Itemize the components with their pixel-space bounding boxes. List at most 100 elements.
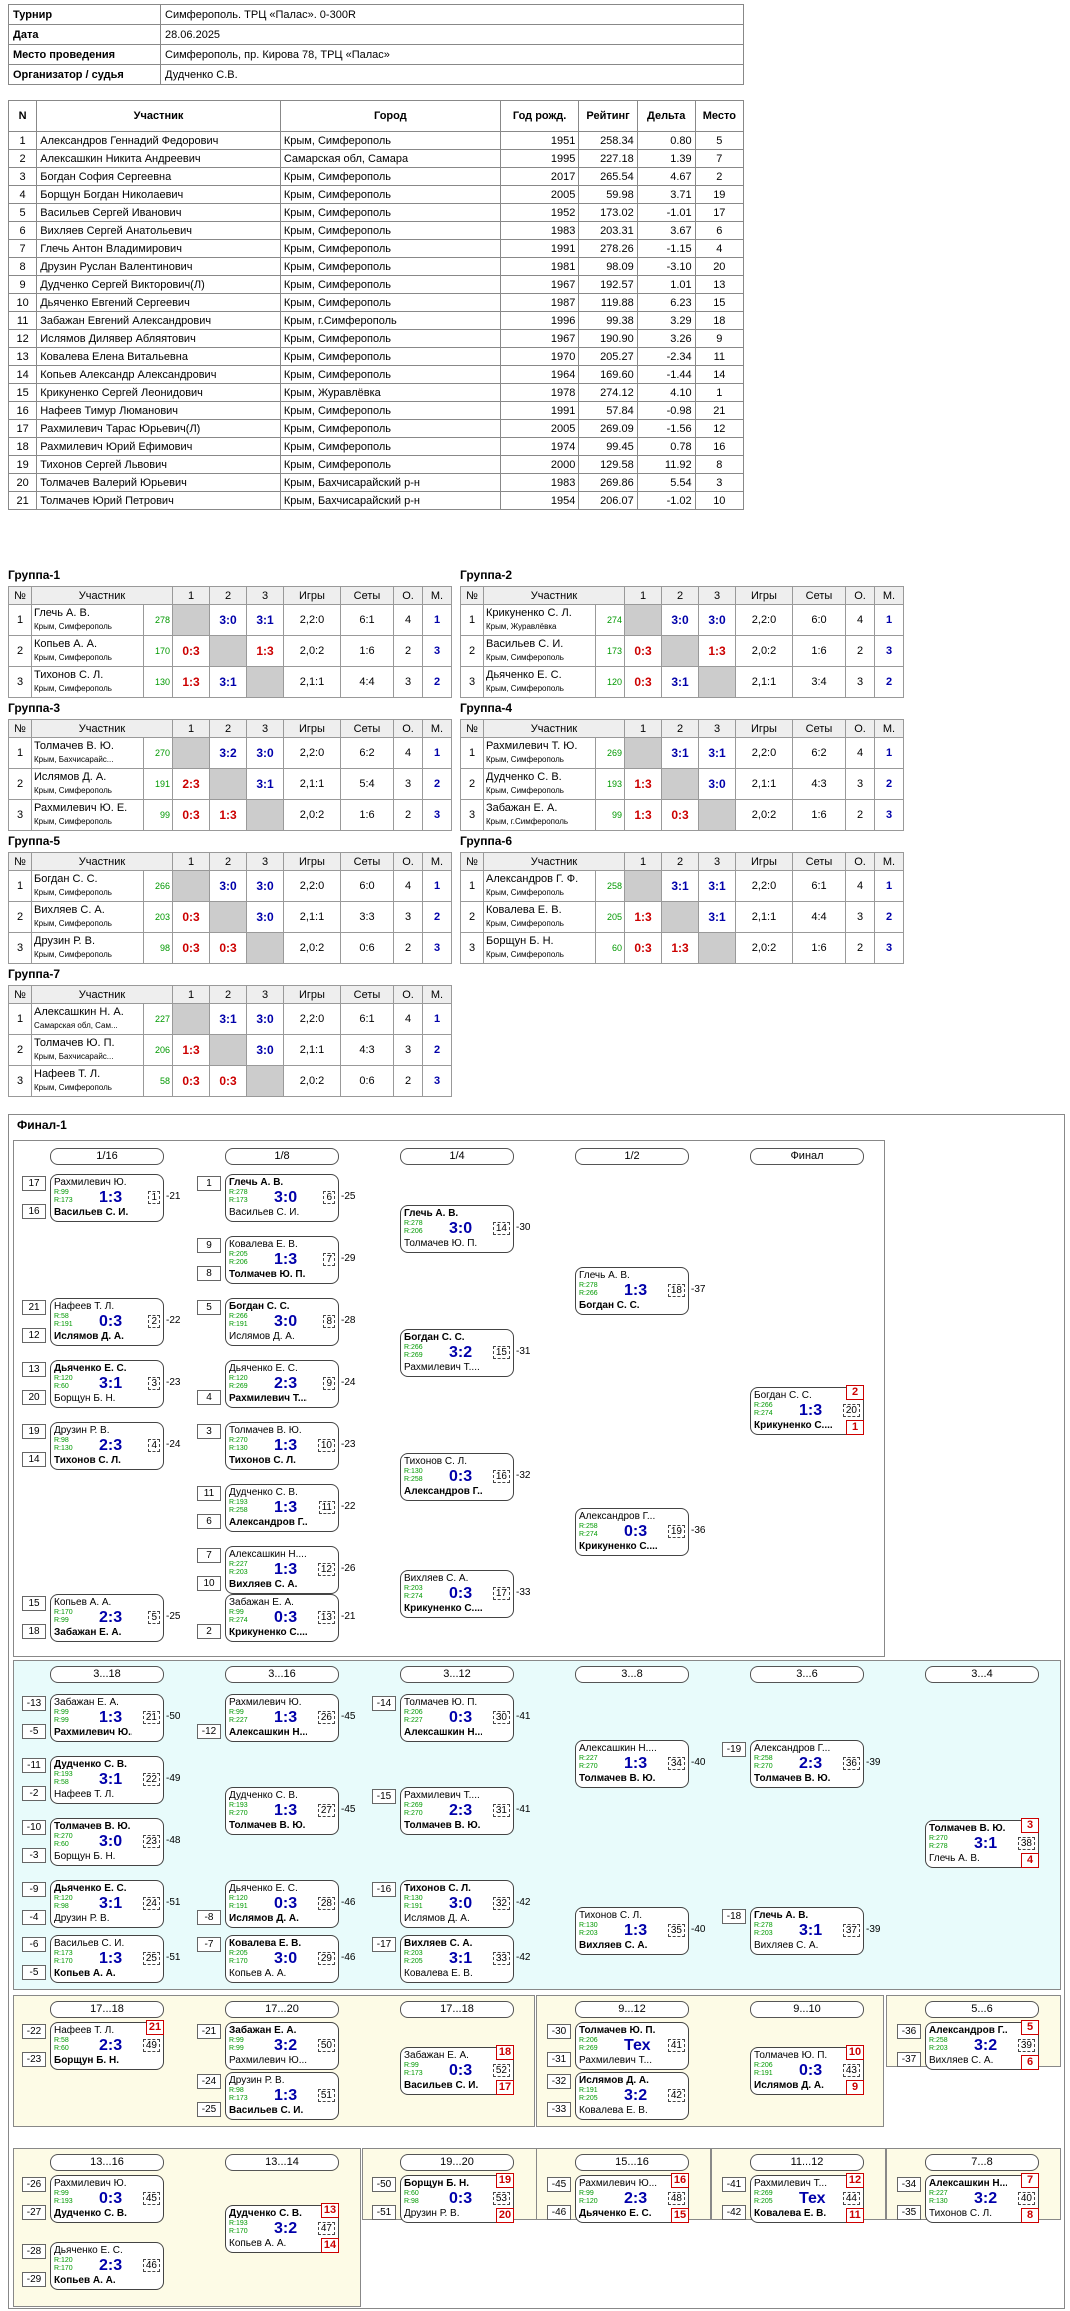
seed-badge: 4 (197, 1390, 221, 1405)
group-result: 0:3 (661, 799, 699, 831)
match-player-2: Крикуненко С.... (579, 1541, 657, 1552)
group-result (209, 635, 247, 667)
group-result (172, 870, 210, 902)
group-header: 3 (246, 586, 284, 605)
group-result: 3:0 (246, 870, 284, 902)
group-player-city: Крым, Журавлёвка (486, 622, 557, 631)
group-place: 2 (874, 666, 904, 698)
group-place: 3 (422, 799, 452, 831)
group-player-city: Крым, Симферополь (34, 786, 112, 795)
match-score: 1:3 (624, 1922, 648, 1939)
group-score: 3:0 (219, 613, 237, 627)
match-player-1: Рахмилевич Ю. (54, 2178, 127, 2189)
match-score: 0:3 (99, 1313, 123, 1330)
group-player-name: Копьев А. А. (34, 638, 98, 650)
player-cell: 21 (694, 401, 745, 420)
place-badge: 7 (1021, 2173, 1039, 2188)
group-player-city: Крым, Симферополь (34, 919, 112, 928)
group-title: Группа-5 (8, 834, 61, 848)
group-score: 0:3 (219, 941, 237, 955)
match-score: 3:2 (274, 2220, 298, 2237)
match-rating-2: R:274 (754, 1410, 773, 1417)
player-cell: Васильев Сергей Иванович (36, 203, 281, 222)
group-result (661, 768, 699, 800)
loser-ref: -48 (166, 1835, 181, 1846)
group-result: 3:1 (209, 666, 247, 698)
match-rating-2: R:205 (404, 1958, 423, 1965)
match-number: 12 (317, 1563, 335, 1576)
match-player-2: Копьев А. А. (229, 1968, 287, 1979)
match-player-1: Толмачев В. Ю. (929, 1823, 1006, 1834)
loser-ref: -31 (516, 1346, 531, 1357)
group-player-city: Крым, г.Симферополь (486, 817, 569, 826)
match-number: 45 (142, 2192, 160, 2205)
match-player-1: Тихонов С. Л. (404, 1456, 467, 1467)
group-score: 1:3 (256, 644, 274, 658)
match-rating-2: R:99 (54, 1617, 69, 1624)
group-score: 0:3 (182, 910, 200, 924)
round-header: 17...18 (400, 2001, 514, 2018)
group-player-city: Крым, Симферополь (34, 653, 112, 662)
round-header: 1/8 (225, 1148, 339, 1165)
match-player-2: Толмачев В. Ю. (754, 1773, 831, 1784)
round-header: 7...8 (925, 2154, 1039, 2171)
match-rating-1: R:270 (929, 1835, 948, 1842)
place-badge: 15 (671, 2208, 689, 2223)
round-header: 9...12 (575, 2001, 689, 2018)
match-player-2: Толмачев Ю. П. (229, 1269, 306, 1280)
player-cell: Крым, Симферополь (279, 347, 501, 366)
seed-badge: -5 (22, 1965, 46, 1980)
match-player-1: Глечь А. В. (229, 1177, 284, 1188)
group-score: 3:1 (256, 777, 274, 791)
match-rating-1: R:278 (754, 1922, 773, 1929)
match-number: 46 (142, 2259, 160, 2272)
seed-badge: 5 (197, 1300, 221, 1315)
group-player-name: Дудченко С. В. (486, 771, 562, 783)
match-player-2: Рахмилевич Т.... (404, 1362, 480, 1373)
seed-badge: -45 (547, 2177, 571, 2192)
match-rating-2: R:60 (54, 2045, 69, 2052)
group-row-num: 2 (460, 901, 484, 933)
seed-badge: -15 (372, 1789, 396, 1804)
match-number: 22 (142, 1773, 160, 1786)
match-number: 19 (667, 1525, 685, 1538)
info-key: Организатор / судья (8, 64, 161, 85)
match-score: 1:3 (274, 2087, 298, 2104)
group-score: 1:3 (182, 675, 200, 689)
group-player: Толмачев В. Ю.Крым, Бахчисарайс... (31, 737, 144, 769)
group-place: 3 (422, 932, 452, 964)
match-rating-1: R:99 (54, 1709, 69, 1716)
loser-ref: -24 (166, 1439, 181, 1450)
seed-badge: 6 (197, 1514, 221, 1529)
group-result (624, 737, 662, 769)
seed-badge: 13 (22, 1362, 46, 1377)
seed-badge: -8 (197, 1910, 221, 1925)
match-number: 23 (142, 1835, 160, 1848)
match-number: 26 (317, 1711, 335, 1724)
match-score: 1:3 (99, 1189, 123, 1206)
match-number: 21 (142, 1711, 160, 1724)
loser-ref: -29 (341, 1253, 356, 1264)
match-player-1: Нафеев Т. Л. (54, 2025, 115, 2036)
place-badge: 20 (496, 2208, 514, 2223)
match-number: 50 (317, 2039, 335, 2052)
match-player-1: Толмачев Ю. П. (579, 2025, 656, 2036)
match-rating-1: R:258 (929, 2037, 948, 2044)
group-result (246, 799, 284, 831)
match-score: 3:2 (974, 2037, 998, 2054)
